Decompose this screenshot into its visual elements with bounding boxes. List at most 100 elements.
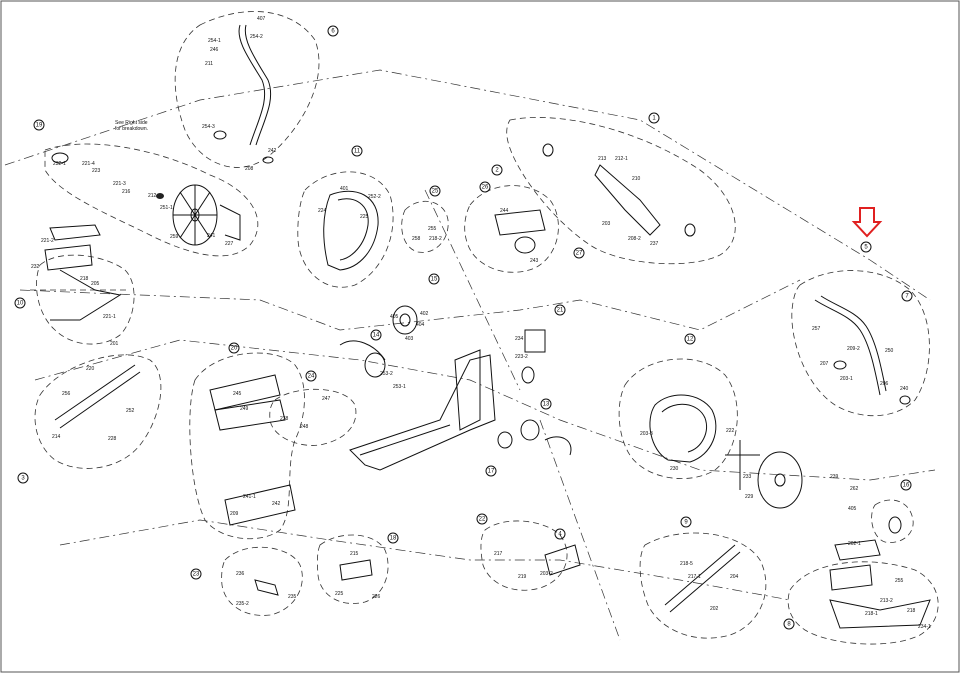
group-outline-25: [401, 201, 449, 253]
svg-text:255: 255: [895, 578, 904, 584]
svg-text:232-1: 232-1: [53, 161, 66, 167]
callout-14: 14: [370, 329, 382, 341]
svg-text:212: 212: [148, 193, 157, 199]
svg-text:249: 249: [240, 406, 249, 412]
svg-text:216: 216: [122, 189, 131, 195]
svg-text:242: 242: [268, 148, 277, 154]
svg-text:241-1: 241-1: [243, 494, 256, 500]
svg-text:208: 208: [245, 166, 254, 172]
svg-text:256: 256: [62, 391, 71, 397]
group-outline-26: [464, 185, 559, 273]
callout-1: 1: [648, 112, 660, 124]
svg-text:24: 24: [308, 374, 315, 380]
svg-text:204: 204: [730, 574, 739, 580]
flywheel-left: [172, 184, 241, 246]
svg-text:245: 245: [233, 391, 242, 397]
main-frame: [349, 354, 496, 471]
svg-text:236: 236: [236, 571, 245, 577]
group-outline-10: [36, 254, 135, 345]
svg-text:9: 9: [684, 520, 688, 526]
svg-text:243: 243: [530, 258, 539, 264]
svg-text:407: 407: [257, 16, 266, 22]
svg-text:203-1: 203-1: [840, 376, 853, 382]
svg-text:257: 257: [812, 326, 821, 332]
svg-text:See Right side: See Right side: [115, 120, 148, 126]
left-shroud: [323, 190, 379, 271]
svg-text:223: 223: [92, 168, 101, 174]
svg-text:25: 25: [432, 189, 439, 195]
svg-text:8: 8: [787, 622, 791, 628]
svg-text:230: 230: [670, 466, 679, 472]
svg-text:11: 11: [354, 149, 361, 155]
svg-text:217-1: 217-1: [688, 574, 701, 580]
svg-text:205: 205: [91, 281, 100, 287]
svg-text:254-2: 254-2: [250, 34, 263, 40]
callout-15: 15: [428, 273, 440, 285]
svg-text:232: 232: [31, 264, 40, 270]
group-outline-24: [269, 388, 357, 446]
svg-text:19: 19: [36, 123, 43, 129]
svg-text:210: 210: [632, 176, 641, 182]
svg-text:14: 14: [373, 333, 380, 339]
svg-text:262: 262: [850, 486, 859, 492]
group-outline-18: [317, 534, 389, 604]
svg-text:211: 211: [205, 61, 213, 67]
drive-belt: [339, 340, 386, 361]
callout-11: 11: [351, 145, 363, 157]
svg-text:217: 217: [494, 551, 503, 557]
parts: [44, 24, 931, 629]
svg-text:251-1: 251-1: [160, 205, 173, 211]
svg-text:221-4: 221-4: [82, 161, 95, 167]
svg-text:235-2: 235-2: [236, 601, 249, 607]
svg-text:1: 1: [652, 116, 656, 122]
svg-text:27: 27: [576, 251, 583, 257]
right-shroud: [649, 394, 717, 463]
group-outline-9: [639, 532, 767, 639]
callout-25: 25: [429, 185, 441, 197]
svg-text:225: 225: [360, 214, 369, 220]
svg-text:214: 214: [52, 434, 61, 440]
svg-text:218-2: 218-2: [429, 236, 442, 242]
svg-text:201: 201: [110, 341, 119, 347]
svg-text:202-1: 202-1: [848, 541, 861, 547]
breakdown-note: See Right side for breakdown.: [115, 120, 148, 132]
svg-text:224: 224: [318, 208, 327, 214]
group-outline-20: [189, 352, 305, 540]
svg-text:235: 235: [288, 594, 297, 600]
handlebar-upright: [238, 24, 266, 146]
group-outline-22: [480, 520, 568, 591]
svg-text:221-1: 221-1: [103, 314, 116, 320]
svg-text:213-2: 213-2: [880, 598, 893, 604]
flywheel-right: [725, 440, 803, 509]
svg-text:5: 5: [864, 245, 868, 251]
svg-text:12: 12: [687, 337, 694, 343]
part-number-labels: 254-1 246 254-2 407 211 254-3 208 242 23…: [31, 16, 931, 630]
svg-text:233: 233: [743, 474, 752, 480]
svg-text:252-2: 252-2: [368, 194, 381, 200]
callout-6: 6: [327, 25, 339, 37]
svg-text:252: 252: [126, 408, 135, 414]
svg-text:240: 240: [900, 386, 909, 392]
svg-text:6: 6: [331, 29, 335, 35]
svg-text:401: 401: [340, 186, 349, 192]
svg-text:213: 213: [598, 156, 607, 162]
svg-text:222: 222: [726, 428, 735, 434]
svg-text:26: 26: [482, 185, 489, 191]
group-outlines: [30, 11, 939, 645]
svg-text:404: 404: [416, 322, 425, 328]
callout-12: 12: [684, 333, 696, 345]
svg-text:402: 402: [420, 311, 429, 317]
group-outline-6: [174, 11, 320, 168]
svg-text:238: 238: [280, 416, 289, 422]
svg-text:215: 215: [350, 551, 359, 557]
group-outline-19: [44, 143, 259, 257]
svg-text:17: 17: [488, 469, 495, 475]
svg-text:253-1: 253-1: [393, 384, 406, 390]
callout-20: 20: [228, 342, 240, 354]
svg-text:10: 10: [17, 301, 24, 307]
callout-2: 2: [491, 164, 503, 176]
svg-text:241: 241: [207, 233, 216, 239]
svg-text:3: 3: [21, 476, 25, 482]
svg-text:237: 237: [650, 241, 659, 247]
svg-text:234-1: 234-1: [918, 624, 931, 630]
